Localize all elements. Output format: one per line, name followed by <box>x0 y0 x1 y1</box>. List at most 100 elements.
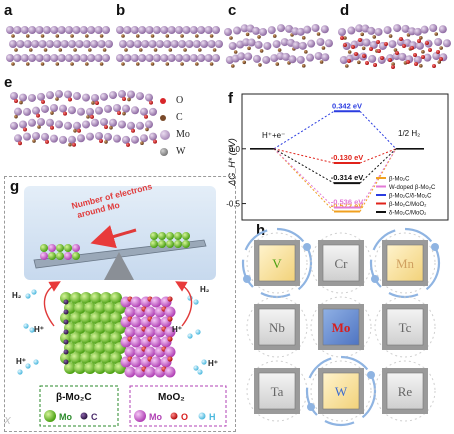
mo-atom <box>228 42 237 50</box>
watermark: X <box>4 416 11 427</box>
mo-green-atom <box>110 312 122 324</box>
c-atom <box>135 62 140 66</box>
mo-atom <box>200 40 209 48</box>
o-atom <box>384 42 388 46</box>
atom <box>48 244 56 252</box>
o-atom <box>365 61 369 65</box>
mo-green-atom <box>90 332 102 344</box>
mo-atom <box>247 38 256 47</box>
mo-atom <box>28 93 36 102</box>
mo-atom <box>212 54 220 62</box>
mo-atom <box>182 26 191 34</box>
mo-atom <box>72 54 81 62</box>
mo-pink-atom <box>164 346 176 358</box>
mo-atom <box>160 26 169 34</box>
mo-atom <box>131 135 139 144</box>
mo-green-atom <box>84 342 96 354</box>
c-atom <box>231 64 235 68</box>
h-atom <box>31 289 37 295</box>
mo-atom <box>122 135 130 144</box>
c-atom <box>63 319 69 325</box>
o-atom-icon-g <box>170 412 178 420</box>
end-state-label: 1/2 H₂ <box>398 129 420 138</box>
tile-inner <box>258 244 296 282</box>
mo-atom <box>432 52 441 61</box>
c-atom <box>195 34 199 38</box>
c-atom <box>140 141 144 146</box>
mo-atom <box>127 121 135 130</box>
mo-atom <box>73 121 81 130</box>
o-atom <box>167 356 173 362</box>
hplus-label-left-1: H⁺ <box>34 325 44 334</box>
mo-atom <box>45 40 54 48</box>
o-atom <box>428 48 432 52</box>
tile-inner <box>386 244 424 282</box>
mo-atom <box>398 52 407 61</box>
o-atom <box>432 64 436 68</box>
c-atom <box>195 62 199 66</box>
mo-atom <box>262 55 271 64</box>
mo-atom <box>126 40 135 48</box>
element-tile-label: V <box>272 256 282 271</box>
mo-atom <box>170 40 179 48</box>
h-atom <box>201 359 207 365</box>
mo-green-atom <box>84 302 96 314</box>
c-atom <box>391 62 395 66</box>
o-atom <box>402 44 406 48</box>
mo-atom <box>64 121 72 130</box>
mo-atom <box>215 40 223 48</box>
c-atom <box>11 34 15 38</box>
mo-atom <box>145 26 154 34</box>
element-tile-label: Tc <box>399 320 412 335</box>
tile-inner <box>322 372 360 410</box>
c-atom <box>58 48 63 52</box>
mo-atom <box>393 24 402 33</box>
c-atom <box>63 299 69 305</box>
mo-atom <box>68 40 77 48</box>
mo-atom <box>87 26 96 34</box>
mo-pink-atom <box>130 316 142 328</box>
c-atom <box>198 48 202 52</box>
legend-moo2-title: MoO₂ <box>158 392 185 403</box>
mo-atom <box>28 54 37 62</box>
c-atom <box>150 34 155 38</box>
atom <box>56 252 64 260</box>
c-atom <box>138 48 143 52</box>
mo-green-atom <box>74 322 86 334</box>
energy-value-label: -0.130 eV <box>331 153 364 162</box>
c-atom <box>316 32 321 36</box>
mo-green-atom <box>80 332 92 344</box>
c-atom <box>343 36 347 40</box>
start-state-label: H⁺+e⁻ <box>262 131 285 140</box>
mo-green-atom <box>80 352 92 364</box>
mo-green-atom <box>90 292 102 304</box>
mo-atom <box>14 134 22 143</box>
mo-green-atom <box>74 362 86 374</box>
mo-atom <box>155 40 164 48</box>
mo-atom <box>127 90 135 99</box>
o-atom <box>149 100 153 105</box>
mo-atom <box>9 40 17 48</box>
o-atom <box>167 336 173 342</box>
o-atom <box>406 60 410 64</box>
atom-legend-e: O C Mo W <box>160 92 210 162</box>
c-atom <box>419 64 423 68</box>
mo-atom <box>189 26 198 34</box>
tile-inner <box>322 244 360 282</box>
c-atom <box>183 48 187 52</box>
o-atom <box>144 114 148 119</box>
mo-atom <box>413 27 422 36</box>
o-atom <box>399 37 403 41</box>
o-atom <box>50 125 54 130</box>
legend-entry: β-Mo₂C <box>389 177 410 183</box>
c-atom <box>347 50 352 54</box>
c-atom <box>345 64 349 68</box>
mo-atom <box>285 24 294 33</box>
c-atom <box>233 50 238 54</box>
mo-atom <box>46 118 54 127</box>
mo-atom <box>50 104 58 113</box>
mo-atom <box>53 40 62 48</box>
mo-atom <box>41 132 49 141</box>
atom <box>56 244 64 252</box>
c-atom <box>73 129 77 133</box>
